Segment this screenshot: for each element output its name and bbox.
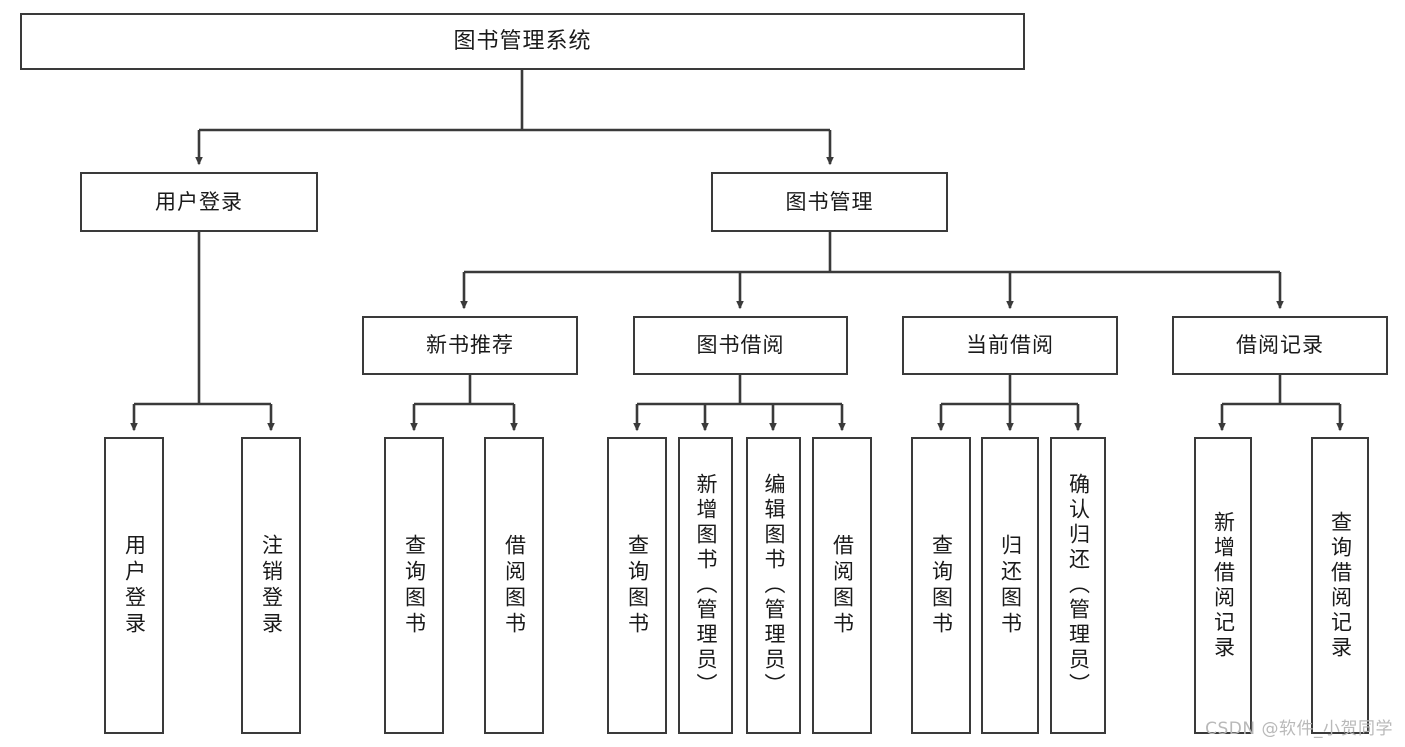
csdn-watermark: CSDN @软件_小贺同学 (1205, 719, 1393, 739)
node-label: 当前借阅 (966, 333, 1054, 358)
node-leaf-add-borrow-record[interactable]: 新增借阅记录 (1194, 437, 1252, 734)
node-label: 确认归还（管理员） (1066, 473, 1091, 698)
node-label: 用户登录 (122, 533, 147, 638)
node-label: 图书借阅 (696, 333, 785, 358)
node-leaf-user-login[interactable]: 用户登录 (104, 437, 164, 734)
node-label: 编辑图书（管理员） (762, 473, 786, 698)
node-current-borrow[interactable]: 当前借阅 (902, 316, 1118, 375)
node-leaf-add-book-admin[interactable]: 新增图书（管理员） (678, 437, 733, 734)
node-leaf-query-book-borrow[interactable]: 查询图书 (607, 437, 667, 734)
node-label: 图书管理系统 (453, 28, 592, 54)
node-leaf-query-book-current[interactable]: 查询图书 (911, 437, 971, 734)
node-leaf-confirm-return-admin[interactable]: 确认归还（管理员） (1050, 437, 1106, 734)
node-label: 借阅记录 (1236, 333, 1324, 358)
node-leaf-return-book[interactable]: 归还图书 (981, 437, 1039, 734)
node-book-borrow[interactable]: 图书借阅 (633, 316, 848, 375)
node-user-login[interactable]: 用户登录 (80, 172, 318, 232)
node-borrow-record[interactable]: 借阅记录 (1172, 316, 1388, 375)
node-leaf-logout-login[interactable]: 注销登录 (241, 437, 301, 734)
node-label: 查询图书 (402, 533, 427, 638)
node-new-book-recommend[interactable]: 新书推荐 (362, 316, 578, 375)
node-label: 新增图书（管理员） (694, 473, 718, 698)
node-leaf-query-borrow-record[interactable]: 查询借阅记录 (1311, 437, 1369, 734)
node-root-book-management-system[interactable]: 图书管理系统 (20, 13, 1025, 70)
node-label: 新书推荐 (426, 333, 514, 358)
node-label: 用户登录 (155, 189, 243, 214)
node-label: 注销登录 (259, 533, 284, 638)
node-label: 查询借阅记录 (1328, 510, 1353, 661)
node-label: 借阅图书 (502, 533, 527, 638)
node-leaf-edit-book-admin[interactable]: 编辑图书（管理员） (746, 437, 801, 734)
node-label: 查询图书 (929, 533, 954, 638)
node-label: 图书管理 (785, 189, 874, 214)
node-leaf-borrow-book-recommend[interactable]: 借阅图书 (484, 437, 544, 734)
node-leaf-query-book-recommend[interactable]: 查询图书 (384, 437, 444, 734)
node-label: 归还图书 (998, 533, 1023, 638)
node-label: 借阅图书 (830, 533, 855, 638)
node-leaf-borrow-book-borrow[interactable]: 借阅图书 (812, 437, 872, 734)
node-label: 查询图书 (625, 533, 650, 638)
node-book-management[interactable]: 图书管理 (711, 172, 948, 232)
node-label: 新增借阅记录 (1211, 510, 1236, 661)
